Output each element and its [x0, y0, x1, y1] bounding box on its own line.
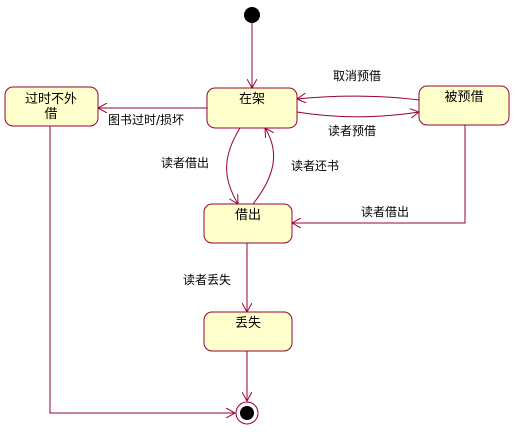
state-reserved-label: 被预借: [444, 90, 483, 105]
edge-borrowed-to-on-shelf: [252, 128, 275, 205]
state-borrowed-label: 借出: [235, 208, 261, 223]
final-node: [235, 401, 259, 425]
transition-outdated-damaged-label: 图书过时/损坏: [108, 113, 184, 127]
transition-reader-borrow-from-reserved-label: 读者借出: [361, 205, 409, 219]
state-outdated: 过时不外 借: [4, 86, 99, 127]
transition-reader-borrow-from-shelf-label: 读者借出: [161, 156, 209, 170]
state-borrowed: 借出: [203, 203, 293, 244]
edge-reserved-to-on-shelf: [297, 96, 420, 100]
initial-node: [244, 7, 260, 23]
transition-reader-lose-label: 读者丢失: [183, 272, 231, 287]
state-lost: 丢失: [203, 311, 293, 352]
edge-on-shelf-to-reserved: [296, 112, 419, 117]
transition-reader-return-label: 读者还书: [291, 159, 339, 173]
state-outdated-label-line1: 过时不外: [25, 92, 77, 107]
edge-on-shelf-to-borrowed: [226, 127, 241, 204]
transition-reader-reserve-label: 读者预借: [328, 124, 376, 138]
edge-reserved-to-borrowed: [292, 125, 466, 223]
transition-cancel-reservation-label: 取消预借: [333, 69, 381, 83]
state-reserved: 被预借: [418, 85, 510, 126]
state-lost-label: 丢失: [235, 316, 261, 331]
edge-outdated-to-final: [49, 126, 235, 413]
state-on-shelf: 在架: [206, 87, 298, 129]
state-outdated-label-line2: 借: [44, 107, 57, 122]
state-on-shelf-label: 在架: [239, 92, 265, 107]
